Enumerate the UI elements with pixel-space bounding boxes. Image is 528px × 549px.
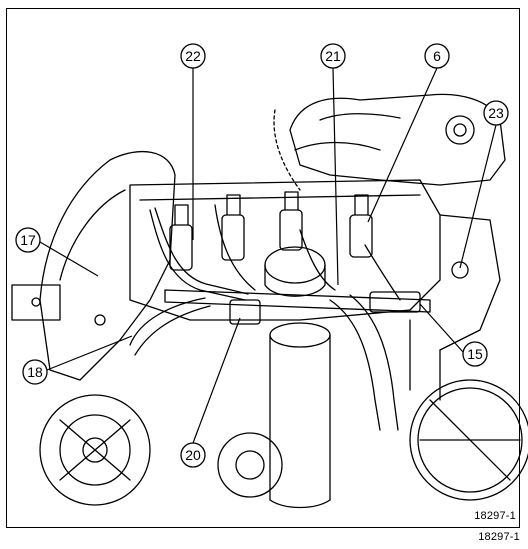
leader-20	[192, 317, 241, 444]
callout-23: 23	[488, 105, 504, 121]
injector-2	[221, 194, 245, 261]
gearbox-housing	[11, 150, 176, 381]
callout-circle-20	[180, 442, 206, 468]
callout-17: 17	[20, 232, 36, 248]
callout-22: 22	[185, 48, 201, 64]
callout-circle-22	[180, 43, 206, 69]
alternator	[39, 394, 151, 506]
fuel-rail	[164, 289, 431, 325]
leader-21	[332, 67, 339, 286]
leader-6	[367, 67, 438, 223]
figure-reference-inside: 18297-1	[474, 510, 516, 522]
crank-pulley	[217, 432, 283, 498]
callout-circle-6	[424, 43, 450, 69]
fuel-filter	[264, 246, 331, 509]
callout-18: 18	[27, 364, 43, 380]
leader-15	[419, 303, 464, 353]
high-pressure-pipes	[129, 204, 401, 356]
callout-6: 6	[433, 48, 441, 64]
callout-circle-23	[483, 100, 509, 126]
callout-circle-17	[15, 227, 41, 253]
figure-frame	[6, 8, 520, 528]
corrugated-hose	[329, 294, 399, 431]
callout-circle-15	[462, 341, 488, 367]
intake-manifold	[273, 93, 506, 191]
leader-17	[39, 241, 99, 277]
leader-23	[459, 124, 497, 269]
injector-3	[279, 191, 303, 251]
callout-15: 15	[467, 346, 483, 362]
callout-21: 21	[325, 48, 341, 64]
callout-circle-21	[320, 43, 346, 69]
flywheel	[409, 379, 528, 501]
injector-4	[349, 194, 373, 258]
figure-reference-outside: 18297-1	[478, 531, 520, 543]
callout-circle-18	[22, 359, 48, 385]
callout-20: 20	[185, 447, 201, 463]
cylinder-head	[129, 179, 441, 321]
engine-block-right	[409, 214, 501, 401]
leader-18	[46, 335, 133, 371]
